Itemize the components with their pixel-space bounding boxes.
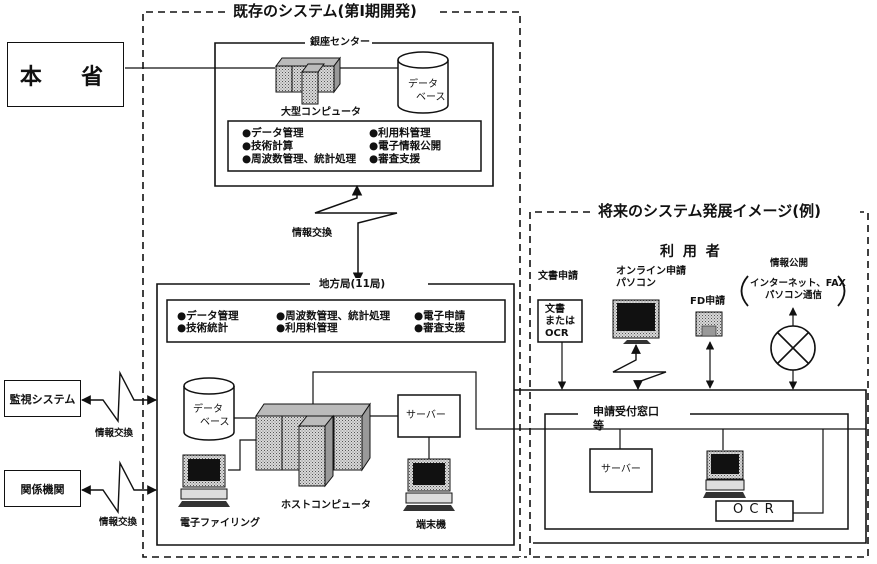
e-filing-pc-icon xyxy=(178,454,230,507)
ginza-feature: ●利用料管理 xyxy=(369,127,431,139)
host-computer-label: ホストコンピュータ xyxy=(281,500,371,511)
document-box-line: または xyxy=(545,316,575,327)
terminal-label: 端末機 xyxy=(416,520,446,531)
ministry-label: 本 省 xyxy=(19,64,112,90)
disclosure-paren-right xyxy=(837,275,846,307)
ministry-box: 本 省 xyxy=(7,42,124,107)
regional-bureau-box xyxy=(156,283,515,546)
regional-feature: ●データ管理 xyxy=(177,310,239,322)
related-orgs-box: 関係機関 xyxy=(4,470,81,507)
terminal-pc-icon xyxy=(403,458,455,511)
floppy-disk-icon xyxy=(695,311,723,337)
host-computer-icon xyxy=(255,402,371,488)
ginza-regional-link xyxy=(314,184,398,284)
ginza-database-icon xyxy=(397,51,449,114)
ginza-feature: ●審査支援 xyxy=(369,153,421,165)
online-pc-icon xyxy=(612,299,660,344)
document-box-line: OCR xyxy=(545,328,569,339)
ginza-feature: ●データ管理 xyxy=(242,127,304,139)
ginza-db-label-2: ベース xyxy=(416,92,446,103)
reception-window-box xyxy=(544,413,849,530)
regional-database-icon xyxy=(183,377,235,441)
regional-feature: ●周波数管理、統計処理 xyxy=(276,310,391,322)
ginza-feature: ●電子情報公開 xyxy=(369,140,442,152)
regional-feature: ●利用料管理 xyxy=(276,322,338,334)
document-application-label: 文書申請 xyxy=(538,271,578,282)
future-system-frame xyxy=(529,211,869,558)
mainframe-icon xyxy=(275,56,341,105)
regional-db-label-1: データ xyxy=(193,404,223,415)
online-application-label-1: オンライン申請 xyxy=(616,266,686,277)
ginza-feature: ●周波数管理、統計処理 xyxy=(242,153,357,165)
regional-server-box xyxy=(397,394,461,438)
disclosure-paren-left xyxy=(740,275,749,307)
reception-window-label-2: 等 xyxy=(593,419,604,432)
existing-system-frame xyxy=(142,11,527,558)
info-disclosure-label: 情報公開 xyxy=(770,258,809,269)
regional-db-label-2: ベース xyxy=(200,417,230,428)
info-disclosure-detail-2: パソコン通信 xyxy=(765,290,823,301)
future-server-box xyxy=(589,448,653,493)
future-pc-icon xyxy=(703,450,746,498)
online-application-label-2: パソコン xyxy=(616,278,656,289)
regional-feature: ●電子申請 xyxy=(414,310,466,322)
info-disclosure-detail-1: インターネット、FAX xyxy=(750,278,846,289)
broadcast-symbol-icon xyxy=(770,325,816,371)
ginza-center-label: 銀座センター xyxy=(308,37,372,49)
mainframe-label: 大型コンピュータ xyxy=(281,107,361,118)
regional-bureau-label: 地方局(11局) xyxy=(316,278,389,291)
monitoring-exchange-label: 情報交換 xyxy=(95,428,134,439)
monitoring-system-box: 監視システム xyxy=(4,380,81,417)
existing-system-title: 既存のシステム(第Ⅰ期開発) xyxy=(233,2,417,20)
external-links xyxy=(81,370,157,515)
document-box-line: 文書 xyxy=(545,304,565,315)
ocr-label: O C R xyxy=(733,502,775,517)
regional-feature: ●審査支援 xyxy=(414,322,466,334)
document-or-ocr-box xyxy=(537,299,583,343)
users-label: 利 用 者 xyxy=(660,244,722,260)
related-exchange-label: 情報交換 xyxy=(99,517,138,528)
e-filing-label: 電子ファイリング xyxy=(180,518,260,529)
reception-connections xyxy=(619,429,824,514)
regional-feature: ●技術統計 xyxy=(177,322,229,334)
monitoring-system-label: 監視システム xyxy=(9,392,76,406)
info-exchange-label: 情報交換 xyxy=(292,228,332,239)
host-connections xyxy=(228,371,866,471)
ginza-feature: ●技術計算 xyxy=(242,140,294,152)
regional-server-label: サーバー xyxy=(406,410,446,421)
future-server-label: サーバー xyxy=(601,464,641,475)
fd-application-label: FD申請 xyxy=(690,296,726,307)
future-outer-box xyxy=(514,389,867,544)
related-orgs-label: 関係機関 xyxy=(20,482,65,496)
regional-features-box xyxy=(166,299,506,343)
reception-window-label: 申請受付窓口 xyxy=(593,405,659,418)
ginza-features-box xyxy=(227,120,482,172)
ginza-db-label-1: データ xyxy=(408,79,438,90)
ocr-box xyxy=(715,500,794,522)
future-system-title: 将来のシステム発展イメージ(例) xyxy=(598,202,821,220)
